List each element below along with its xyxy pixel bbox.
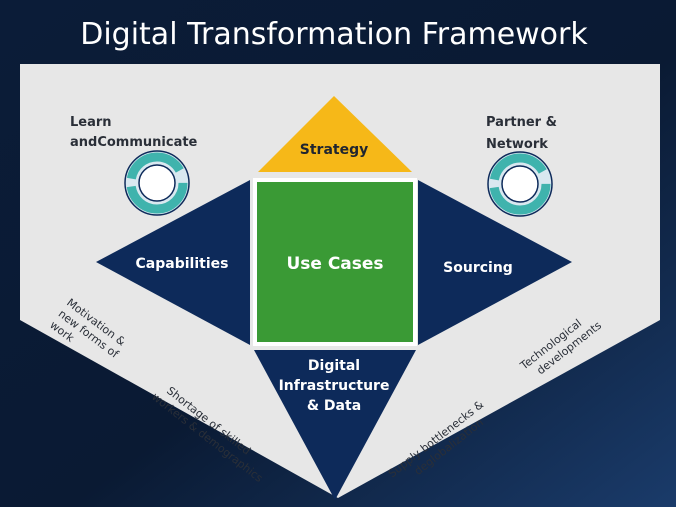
sourcing-triangle <box>418 180 572 345</box>
cycle-ring-icon <box>487 151 553 217</box>
page-title: Digital Transformation Framework <box>80 17 588 52</box>
capabilities-label: Capabilities <box>136 256 229 272</box>
capabilities-triangle <box>96 180 250 345</box>
use-cases-label: Use Cases <box>286 254 383 274</box>
infrastructure-triangle <box>254 350 416 500</box>
infrastructure-label-line2: Infrastructure <box>279 378 390 394</box>
sourcing-label: Sourcing <box>443 260 513 276</box>
strategy-label: Strategy <box>300 142 368 158</box>
cycle-ring-icon <box>124 150 190 216</box>
strategy-triangle <box>258 96 412 172</box>
infrastructure-label-line3: & Data <box>307 398 361 414</box>
partner-label-line1: Partner & <box>486 115 557 130</box>
use-cases-square <box>257 182 413 342</box>
learn-label-line1: Learn <box>70 115 112 130</box>
partner-label-line2: Network <box>486 137 548 152</box>
learn-label-line2: andCommunicate <box>70 135 198 150</box>
infrastructure-label-line1: Digital <box>308 358 360 374</box>
